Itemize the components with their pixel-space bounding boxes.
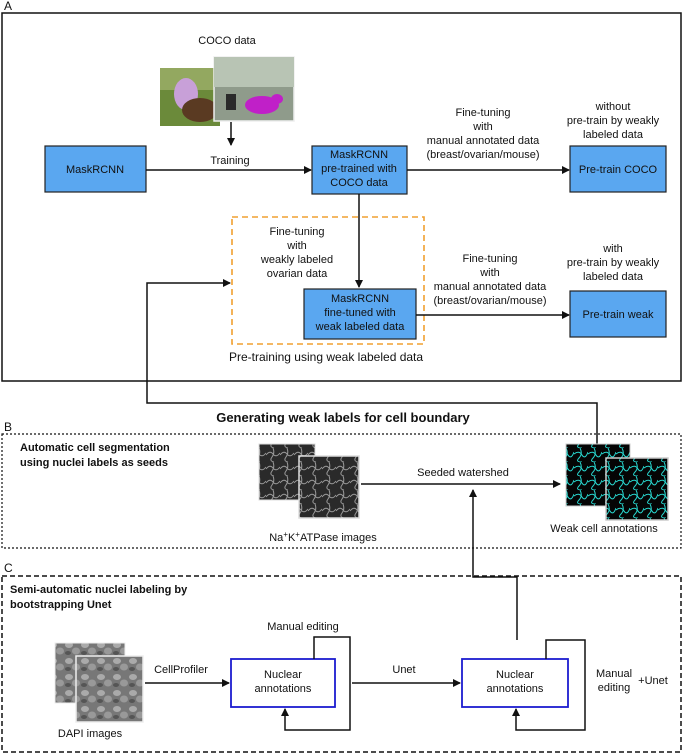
panel-b-title: Generating weak labels for cell boundary bbox=[216, 410, 470, 425]
without-line-2: pre-train by weakly bbox=[567, 115, 660, 127]
finetune-manual-bottom-3: manual annotated data bbox=[434, 281, 547, 293]
manual-editing-right-1: Manual bbox=[596, 668, 632, 680]
panel-b: Generating weak labels for cell boundary… bbox=[1, 410, 682, 549]
finetuned-weak-box bbox=[303, 288, 417, 340]
with-line-1: with bbox=[602, 243, 623, 255]
panel-c-subtitle-1: Semi-automatic nuclei labeling by bbox=[10, 584, 188, 596]
maskrcnn-box bbox=[44, 145, 147, 193]
finetune-weak-1: Fine-tuning bbox=[269, 226, 324, 238]
weak-annotations-image-stack bbox=[565, 443, 669, 521]
finetune-manual-top-1: Fine-tuning bbox=[455, 107, 510, 119]
finetuned-line-3: weak labeled data bbox=[315, 321, 406, 333]
panel-b-frame bbox=[1, 433, 682, 549]
panel-c: C Semi-automatic nuclei labeling by boot… bbox=[1, 561, 682, 753]
coco-data-label: COCO data bbox=[198, 35, 256, 47]
cellprofiler-label: CellProfiler bbox=[154, 664, 208, 676]
panel-b-subtitle-1: Automatic cell segmentation bbox=[20, 442, 170, 454]
finetune-manual-top-4: (breast/ovarian/mouse) bbox=[426, 149, 539, 161]
dapi-image-stack bbox=[54, 642, 144, 723]
nuclear-box-1-line-2: annotations bbox=[255, 683, 312, 695]
training-label: Training bbox=[210, 155, 249, 167]
weak-annotations-caption: Weak cell annotations bbox=[550, 523, 658, 535]
panel-b-letter: B bbox=[4, 420, 12, 434]
coco-image-stack bbox=[160, 56, 295, 126]
pretrained-line-1: MaskRCNN bbox=[330, 149, 388, 161]
panel-c-frame bbox=[1, 575, 682, 753]
pretrain-weak-box bbox=[569, 290, 667, 338]
dapi-caption: DAPI images bbox=[58, 728, 123, 740]
with-line-2: pre-train by weakly bbox=[567, 257, 660, 269]
nuclear-annotations-box-2 bbox=[461, 658, 569, 708]
finetune-weak-2: with bbox=[286, 240, 307, 252]
naka-image-stack bbox=[258, 443, 360, 519]
finetune-manual-top-3: manual annotated data bbox=[427, 135, 540, 147]
pretraining-caption: Pre-training using weak labeled data bbox=[229, 350, 423, 364]
panel-b-subtitle-2: using nuclei labels as seeds bbox=[20, 457, 168, 469]
panel-c-letter: C bbox=[4, 561, 13, 575]
panel-c-subtitle-2: bootstrapping Unet bbox=[10, 599, 112, 611]
pretrained-line-3: COCO data bbox=[330, 177, 388, 189]
naka-caption: Na+K+ATPase images bbox=[269, 530, 377, 544]
panel-a-letter: A bbox=[4, 0, 12, 13]
finetune-manual-top-2: with bbox=[472, 121, 493, 133]
maskrcnn-box-label: MaskRCNN bbox=[66, 164, 124, 176]
finetune-weak-3: weakly labeled bbox=[260, 254, 333, 266]
panel-a-frame bbox=[1, 12, 682, 382]
finetuned-line-1: MaskRCNN bbox=[331, 293, 389, 305]
pretrain-weak-label: Pre-train weak bbox=[583, 309, 654, 321]
finetune-manual-bottom-2: with bbox=[479, 267, 500, 279]
manual-editing-loop-1 bbox=[281, 636, 351, 731]
nuclear-annotations-box-1 bbox=[230, 658, 336, 708]
unet-label: Unet bbox=[392, 664, 415, 676]
nuclear-box-1-line-1: Nuclear bbox=[264, 669, 302, 681]
with-line-3: labeled data bbox=[583, 271, 644, 283]
seeded-watershed-label: Seeded watershed bbox=[417, 467, 509, 479]
nuclear-box-2-line-2: annotations bbox=[487, 683, 544, 695]
pretrain-coco-box bbox=[569, 145, 667, 193]
manual-editing-right-2: editing bbox=[598, 682, 630, 694]
pretrained-coco-box bbox=[311, 145, 408, 195]
pretrain-coco-label: Pre-train COCO bbox=[579, 164, 658, 176]
finetune-manual-bottom-1: Fine-tuning bbox=[462, 253, 517, 265]
without-line-1: without bbox=[595, 101, 631, 113]
without-line-3: labeled data bbox=[583, 129, 644, 141]
pretrained-line-2: pre-trained with bbox=[321, 163, 397, 175]
manual-editing-top-label: Manual editing bbox=[267, 621, 339, 633]
weak-label-feedback-arrow bbox=[146, 279, 598, 447]
finetuned-line-2: fine-tuned with bbox=[324, 307, 396, 319]
nuclear-box-2-line-1: Nuclear bbox=[496, 669, 534, 681]
nuclei-seed-arrow bbox=[469, 489, 518, 640]
panel-a: A COCO data MaskRCNN Training MaskRCNN p… bbox=[1, 0, 682, 382]
manual-editing-loop-2 bbox=[512, 639, 586, 731]
finetune-weak-4: ovarian data bbox=[267, 268, 328, 280]
finetune-manual-bottom-4: (breast/ovarian/mouse) bbox=[433, 295, 546, 307]
weak-pretraining-region bbox=[231, 216, 425, 345]
plus-unet-label: +Unet bbox=[638, 675, 668, 687]
